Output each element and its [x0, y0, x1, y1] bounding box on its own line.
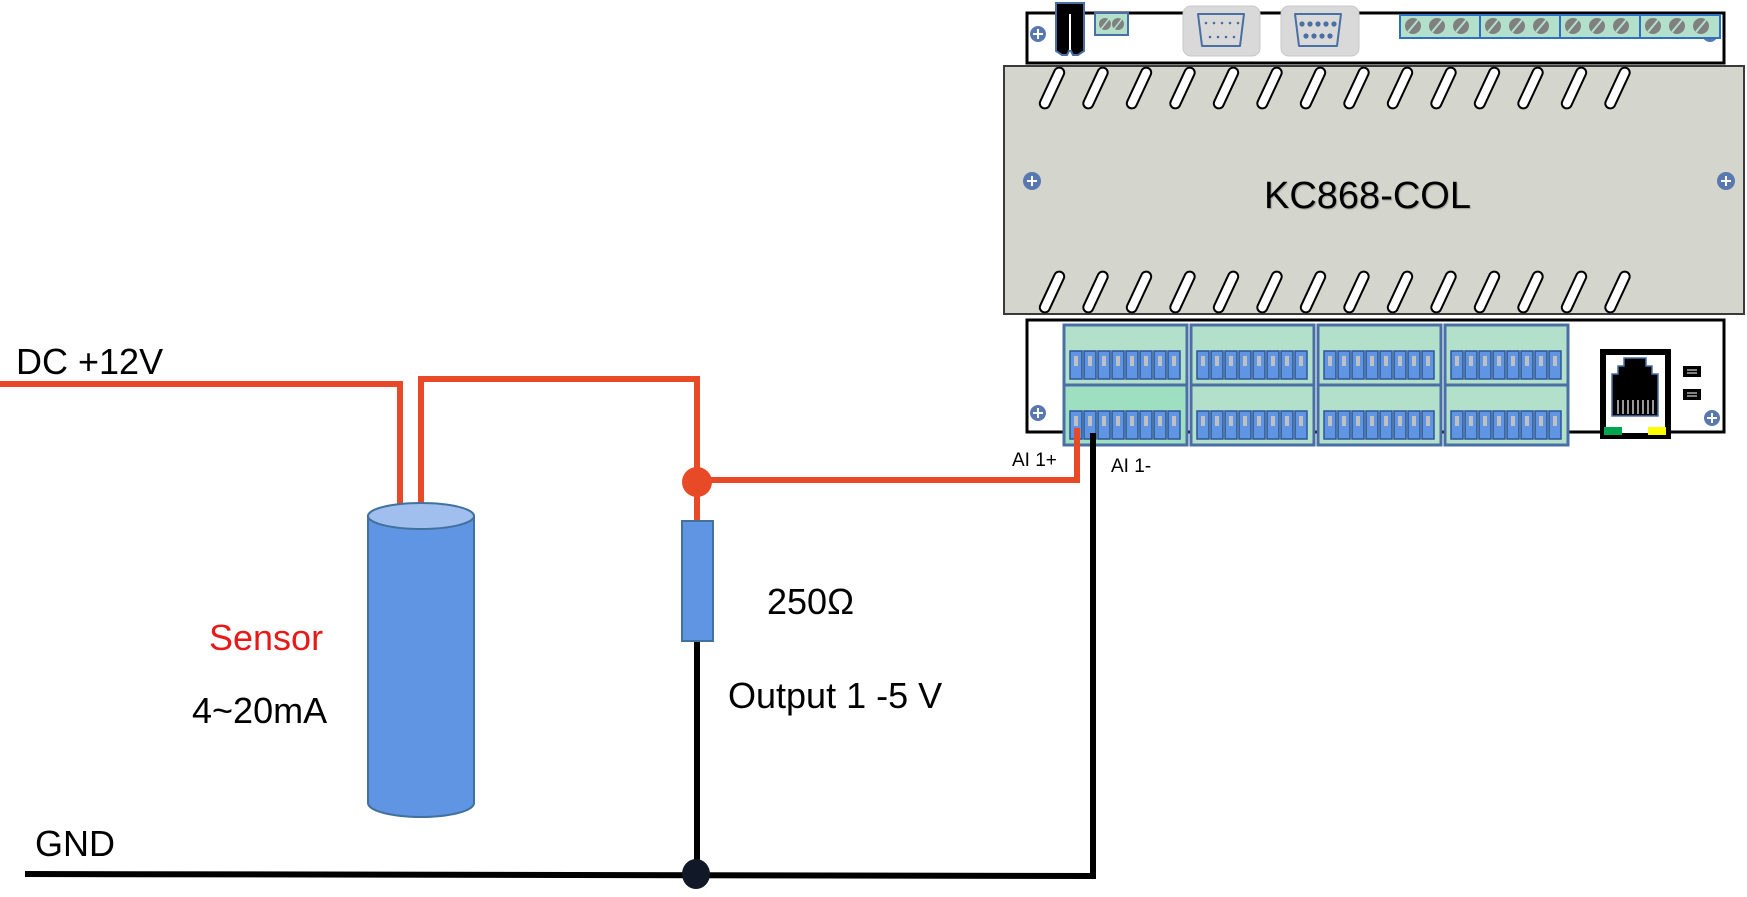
vent-slot	[1604, 270, 1631, 314]
ground-label: GND	[35, 823, 115, 864]
vent-slot	[1125, 270, 1153, 314]
ai1-minus-label: AI 1-	[1111, 456, 1152, 477]
dc-12v-wire	[0, 381, 403, 506]
vent-slot	[1473, 66, 1501, 110]
vent-slot	[1430, 66, 1457, 110]
screw-icon	[1023, 172, 1041, 190]
resistor-value-label: 250Ω	[767, 581, 854, 622]
screw-icon	[1030, 26, 1046, 42]
kc868-col-device	[1003, 2, 1745, 447]
vent-slot	[1517, 66, 1544, 110]
rj45-port-icon	[1600, 349, 1671, 439]
vent-slot	[1517, 270, 1544, 314]
vent-slot	[1169, 270, 1196, 314]
vent-slot	[1386, 270, 1414, 314]
ai1-plus-label: AI 1+	[1012, 450, 1057, 471]
ai1-plus-wire	[697, 432, 1080, 483]
vent-slot	[1299, 66, 1327, 110]
vent-slot	[1560, 270, 1588, 314]
ai1-plus-lead	[1074, 428, 1080, 440]
vent-slot	[1256, 66, 1283, 110]
vent-slot	[1256, 270, 1283, 314]
screw-icon	[1717, 172, 1735, 190]
vent-slot	[1473, 270, 1501, 314]
junction-dot-positive	[682, 467, 712, 497]
power-terminal	[1094, 12, 1129, 36]
vent-slot	[1082, 66, 1109, 110]
db9-port-2	[1280, 5, 1360, 57]
vent-slot	[1082, 270, 1109, 314]
vent-slot	[1212, 270, 1240, 314]
db9-port-1	[1182, 5, 1261, 57]
sensor-cylinder	[367, 502, 475, 818]
vent-slot	[1604, 66, 1631, 110]
vent-slot	[1212, 66, 1240, 110]
screw-icon	[1704, 410, 1720, 426]
vent-slot	[1386, 66, 1414, 110]
output-range-label: Output 1 -5 V	[728, 675, 943, 716]
resistor-250-ohm	[681, 520, 714, 642]
vent-slot	[1038, 66, 1066, 110]
vent-slot	[1343, 270, 1370, 314]
analog-input-terminals	[1062, 323, 1570, 447]
vent-slot	[1038, 270, 1066, 314]
vent-slot	[1169, 66, 1196, 110]
sensor-range-label: 4~20mA	[192, 690, 328, 731]
top-terminal-strip	[1399, 14, 1721, 39]
gnd-wire	[24, 433, 1096, 880]
sensor-output-wire	[418, 376, 700, 506]
vent-slot	[1125, 66, 1153, 110]
ground-wires	[24, 433, 1096, 880]
power-wires	[0, 376, 1080, 521]
sensor-label: Sensor	[209, 617, 324, 658]
vent-slot	[1560, 66, 1588, 110]
ai1-minus-lead	[1090, 433, 1096, 443]
vent-slots	[1038, 66, 1631, 314]
screw-icon	[1030, 405, 1046, 421]
device-name-label: KC868-COL	[1264, 175, 1471, 217]
power-label: DC +12V	[16, 341, 164, 382]
vent-slot	[1343, 66, 1370, 110]
junction-dot-ground	[682, 859, 710, 889]
vent-slot	[1430, 270, 1457, 314]
dip-switch-icon	[1683, 366, 1701, 400]
vent-slot	[1299, 270, 1327, 314]
